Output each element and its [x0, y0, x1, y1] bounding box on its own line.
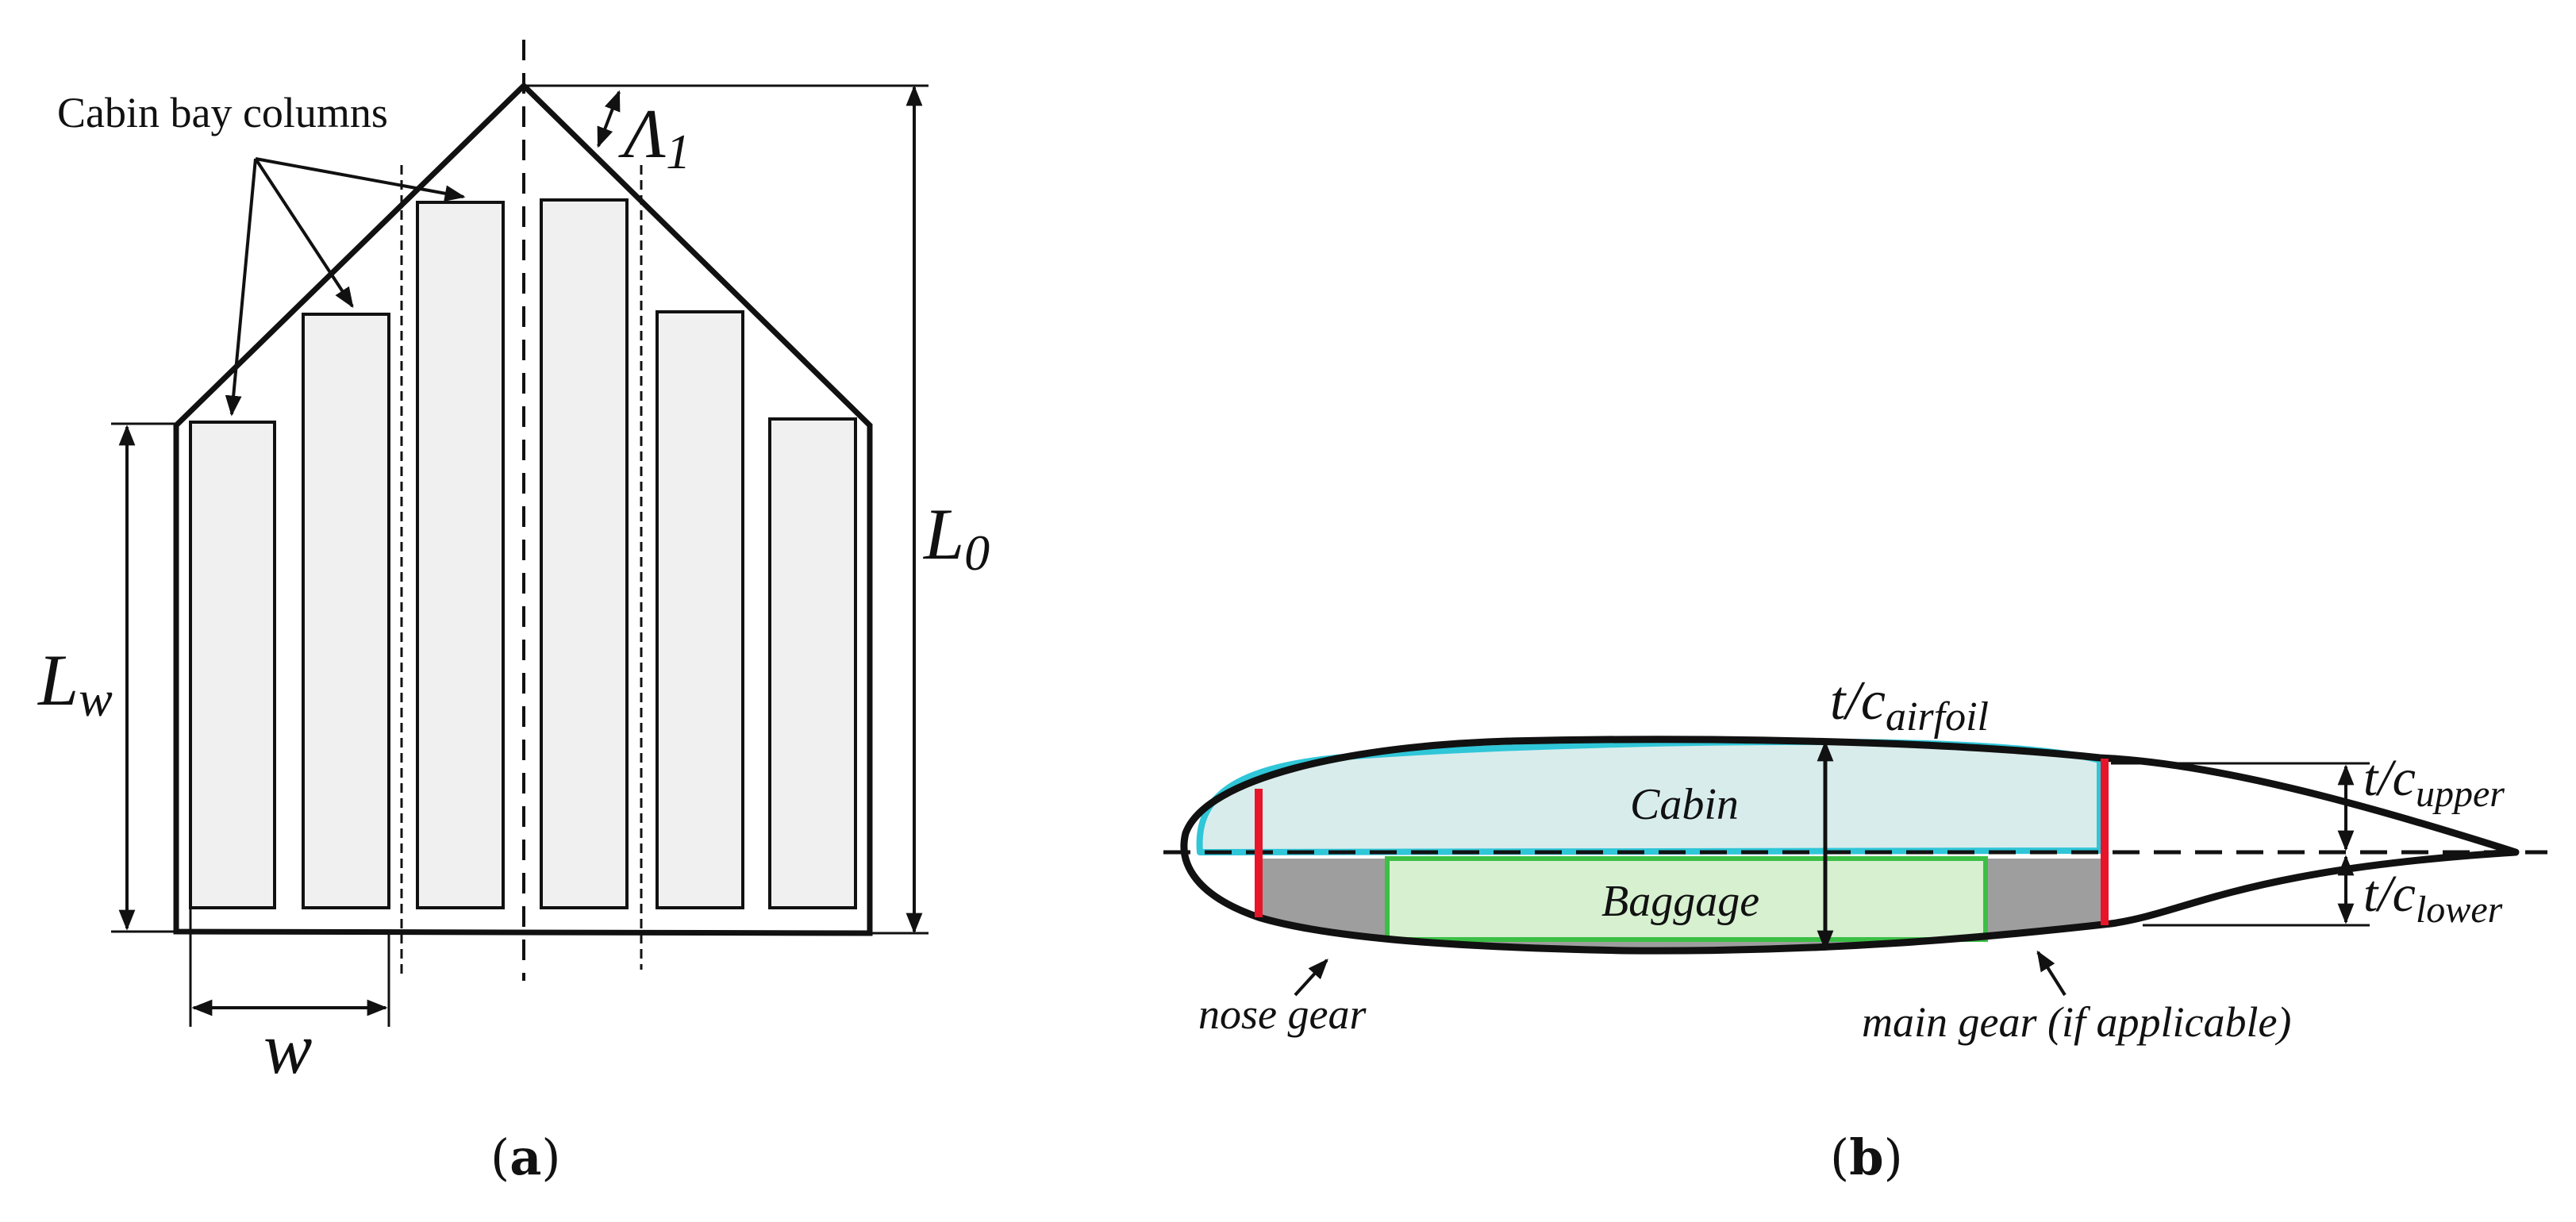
- wing-length-dimension: Lw: [37, 422, 176, 933]
- tc-upper-label: t/cupper: [2363, 749, 2505, 815]
- sweep-label: Λ1: [618, 96, 690, 179]
- panel-b: Cabin Baggage t/cairfoil t/cupper t/clow…: [1163, 671, 2547, 1186]
- bay-width-label: w: [263, 1008, 312, 1089]
- caption-a: (a): [490, 1128, 561, 1186]
- tc-airfoil-symbol: t/c: [1830, 671, 1886, 732]
- baggage-region: [1385, 856, 1988, 942]
- nose-gear-label: nose gear: [1198, 990, 1367, 1038]
- baggage-label: Baggage: [1601, 877, 1759, 926]
- tc-lower-subscript: lower: [2416, 889, 2503, 931]
- planform-outline: [173, 82, 873, 936]
- sweep-subscript: 1: [666, 125, 690, 179]
- cabin-bay-4: [540, 198, 629, 909]
- length-dimension: L0: [870, 85, 990, 935]
- cabin-bay-2: [302, 313, 390, 909]
- cabin-bay-6: [768, 417, 857, 909]
- airfoil-outline: [1180, 736, 2520, 955]
- sweep-arc-arrow: [597, 90, 621, 148]
- upper-thickness-dimension: t/cupper: [2111, 749, 2505, 851]
- tc-airfoil-label: t/cairfoil: [1830, 671, 1989, 740]
- tc-lower-label: t/clower: [2363, 865, 2503, 931]
- cabin-bays: [189, 198, 857, 909]
- wing-length-symbol: L: [37, 640, 79, 721]
- lower-thickness-dimension: t/clower: [2143, 855, 2503, 931]
- tc-lower-symbol: t/c: [2363, 865, 2416, 923]
- cabin-bay-1: [189, 421, 276, 909]
- tc-upper-symbol: t/c: [2363, 749, 2416, 807]
- caption-b: (b): [1830, 1128, 1903, 1186]
- callout-arrow-2: [254, 157, 354, 309]
- sweep-symbol: Λ: [618, 96, 666, 173]
- main-gear-pointer: [2036, 950, 2067, 997]
- callout-arrow-1: [225, 158, 257, 417]
- length-subscript: 0: [964, 525, 990, 581]
- cabin-label: Cabin: [1630, 780, 1739, 829]
- length-label: L0: [922, 494, 990, 581]
- main-gear-label: main gear (if applicable): [1862, 998, 2291, 1046]
- length-symbol: L: [922, 494, 964, 574]
- nose-gear-pointer: [1294, 959, 1328, 997]
- sweep-angle: Λ1: [524, 84, 929, 179]
- wing-length-subscript: w: [79, 671, 113, 727]
- panel-a: Cabin bay columns Λ1 L0: [37, 40, 990, 1186]
- callout-arrow-3: [255, 157, 466, 202]
- bay-width-dimension: w: [189, 908, 390, 1089]
- cabin-bay-callout: Cabin bay columns: [57, 89, 388, 136]
- callout-arrows: [225, 157, 466, 417]
- tc-upper-subscript: upper: [2416, 773, 2505, 815]
- wing-length-label: Lw: [37, 640, 113, 727]
- tc-airfoil-subscript: airfoil: [1886, 694, 1989, 740]
- cabin-bay-3: [416, 201, 505, 909]
- cabin-bay-5: [656, 310, 744, 909]
